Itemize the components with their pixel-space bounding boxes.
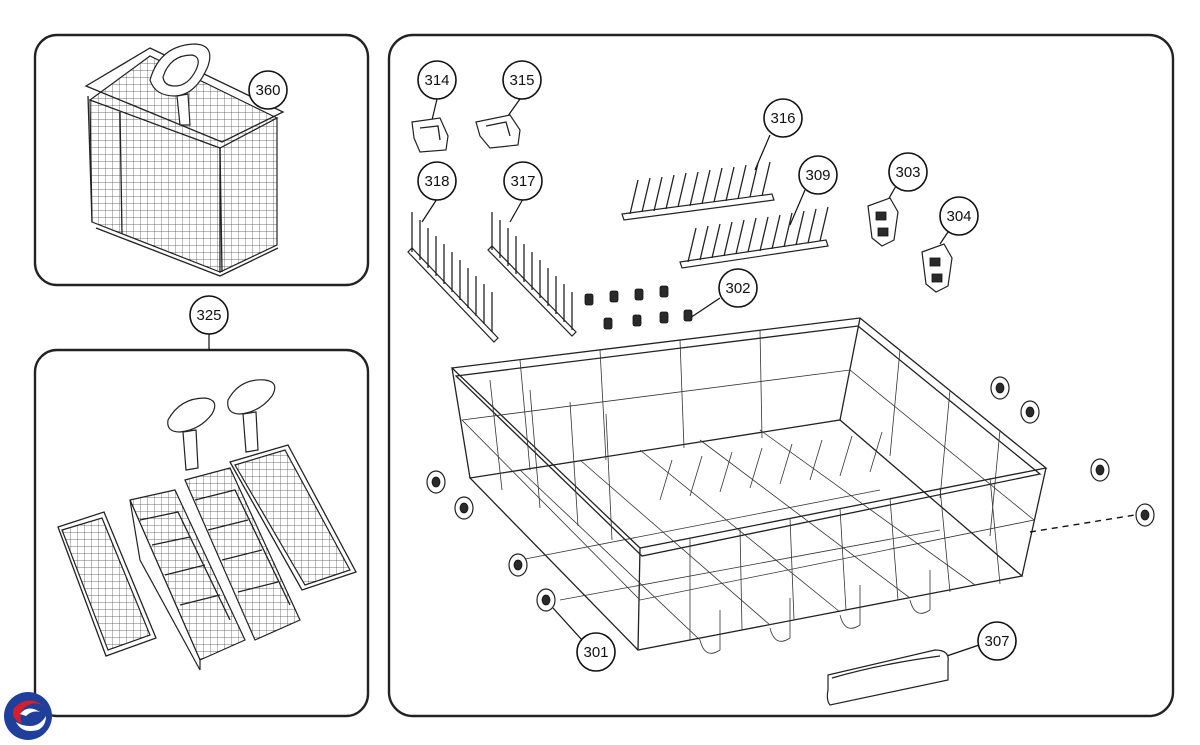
callout-317-label: 317 — [510, 173, 535, 190]
callout-315-label: 315 — [509, 72, 534, 89]
callout-309-label: 309 — [805, 167, 830, 184]
callout-304: 304 — [939, 196, 979, 236]
part-315-clip — [475, 98, 521, 149]
callout-318: 318 — [417, 161, 457, 201]
part-309-tine-row — [679, 189, 829, 269]
callout-316: 316 — [763, 98, 803, 138]
part-302-clips — [584, 285, 721, 330]
callout-303-label: 303 — [895, 164, 920, 181]
callout-307-label: 307 — [984, 633, 1009, 650]
callout-302-label: 302 — [725, 280, 750, 297]
part-316-tine-row — [621, 134, 775, 221]
callout-302: 302 — [718, 268, 758, 308]
part-318-tine-panel — [407, 198, 499, 343]
callout-325: 325 — [189, 295, 229, 335]
callout-301-label: 301 — [583, 644, 608, 661]
callout-314: 314 — [417, 60, 457, 100]
callout-301: 301 — [576, 632, 616, 672]
callout-304-label: 304 — [946, 208, 971, 225]
part-307-handle — [826, 642, 986, 706]
part-301-wheels — [426, 376, 1155, 641]
callout-307: 307 — [977, 621, 1017, 661]
main-panel — [387, 33, 1175, 718]
callout-325-label: 325 — [196, 307, 221, 324]
part-304-clip — [921, 231, 953, 293]
callout-360-label: 360 — [255, 82, 280, 99]
callout-317: 317 — [503, 161, 543, 201]
part-325-split-basket — [57, 333, 357, 671]
part-314-clip — [411, 98, 449, 153]
part-dish-rack — [450, 317, 1048, 654]
callout-315: 315 — [502, 60, 542, 100]
part-303-clip — [867, 185, 899, 247]
callout-318-label: 318 — [424, 173, 449, 190]
part-360-cutlery-basket — [84, 43, 285, 277]
callout-314-label: 314 — [424, 72, 449, 89]
callout-303: 303 — [888, 152, 928, 192]
callout-309: 309 — [798, 155, 838, 195]
callout-316-label: 316 — [770, 110, 795, 127]
callout-360: 360 — [248, 70, 288, 110]
brand-logo-icon — [4, 692, 52, 740]
part-317-tine-panel — [487, 198, 577, 337]
